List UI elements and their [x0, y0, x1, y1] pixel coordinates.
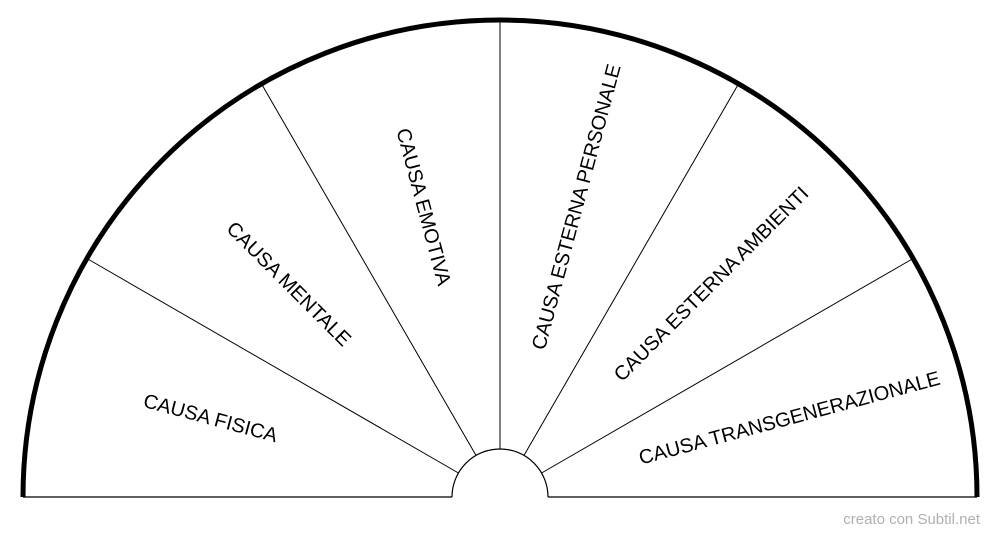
sector-label: CAUSA FISICA — [141, 390, 280, 447]
sector-divider — [86, 258, 459, 474]
outer-arc — [20, 17, 980, 498]
inner-hub-arc — [451, 448, 549, 498]
footer-credit: creato con Subtil.net — [843, 511, 980, 528]
sector-label: CAUSA MENTALE — [222, 218, 355, 351]
sector-divider — [523, 83, 739, 456]
sector-label: CAUSA TRANSGENERAZIONALE — [637, 368, 943, 470]
sector-label: CAUSA ESTERNA AMBIENTI — [610, 183, 813, 386]
sector-label: CAUSA EMOTIVA — [391, 126, 454, 289]
sector-divider — [261, 83, 477, 456]
sector-label: CAUSA ESTERNA PERSONALE — [528, 62, 625, 352]
sector-labels: CAUSA FISICA CAUSA MENTALE CAUSA EMOTIVA CA… — [141, 62, 943, 470]
sector-divider — [541, 258, 914, 474]
sector-dividers — [86, 20, 914, 474]
